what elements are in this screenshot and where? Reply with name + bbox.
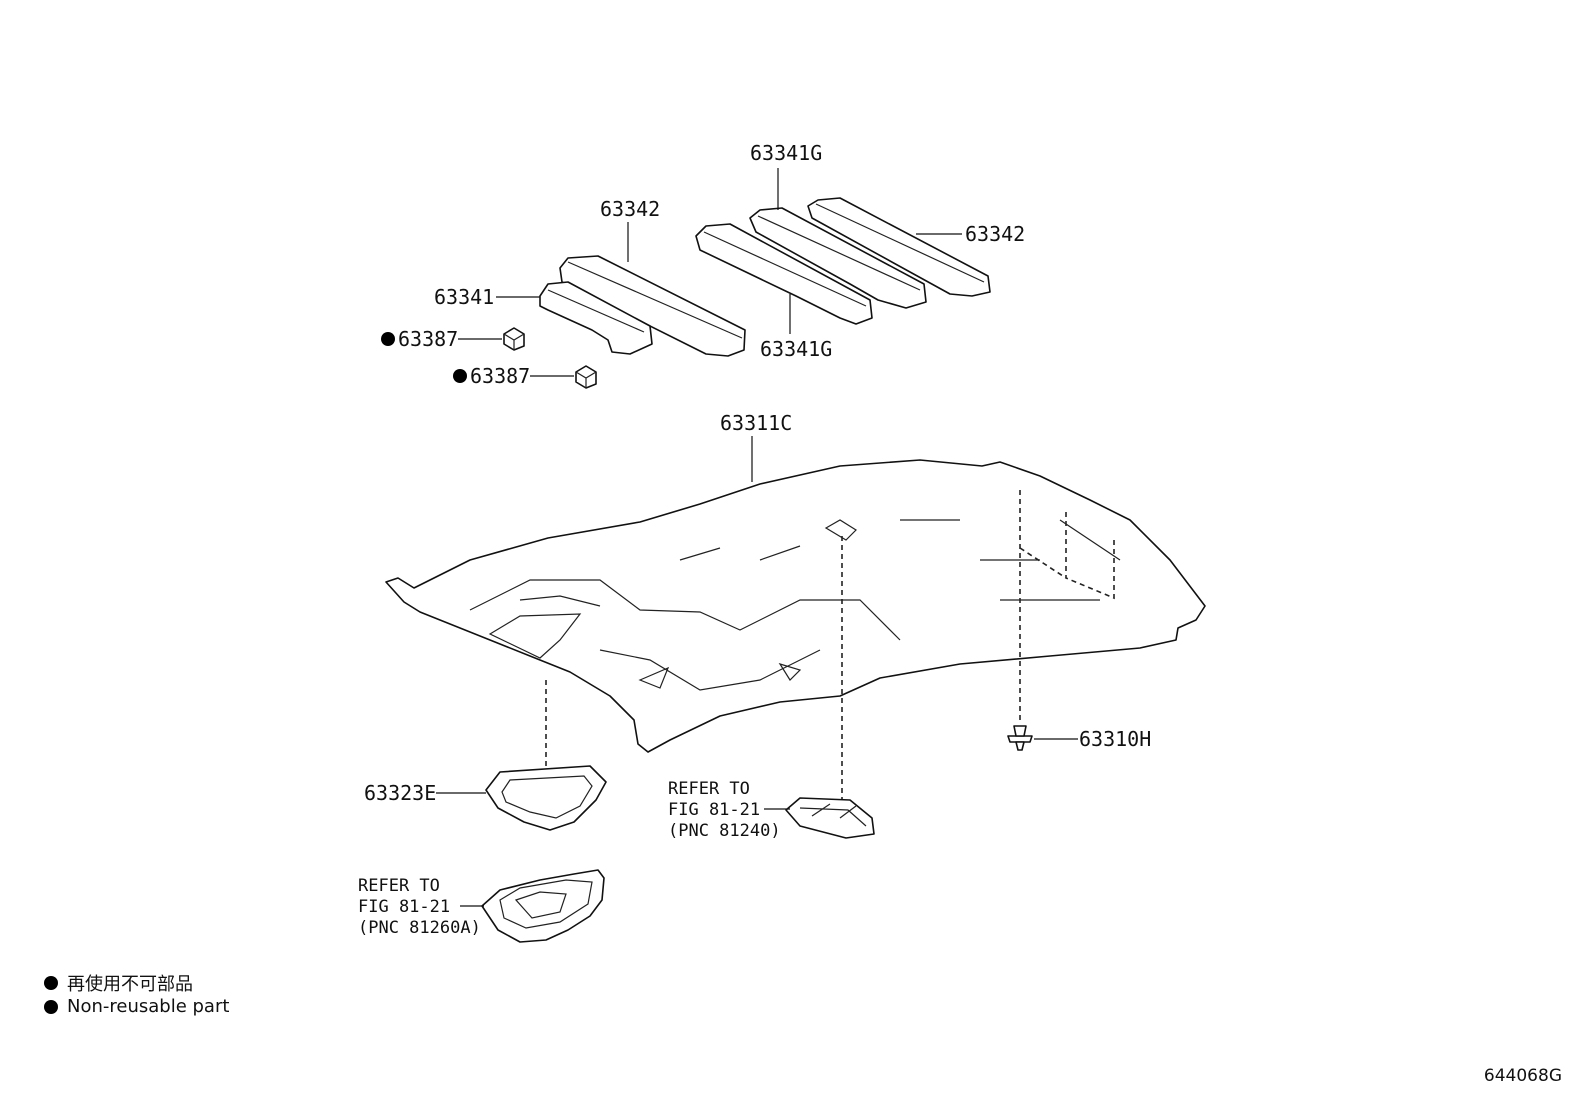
clip-63387-a [503, 327, 525, 351]
label-63387-a: 63387 [398, 327, 458, 351]
dash-rear-bracket [1019, 512, 1115, 600]
clip-63310H [1007, 725, 1033, 751]
bezel-63323E [485, 765, 607, 831]
label-63323E: 63323E [364, 781, 436, 805]
non-reusable-marker-a [381, 332, 395, 346]
ref-81260A-line2: FIG 81-21 [358, 897, 450, 917]
legend-row-jp: 再使用不可部品 [44, 970, 193, 996]
label-63342-left: 63342 [600, 197, 660, 221]
label-63342-right: 63342 [965, 222, 1025, 246]
pad-63341G-top [749, 207, 927, 309]
pad-63342-right [807, 197, 991, 297]
legend-dot-icon [44, 999, 58, 1014]
legend-dot-icon [44, 976, 58, 990]
ref-81240-line3: (PNC 81240) [668, 821, 781, 841]
legend-text-jp: 再使用不可部品 [67, 974, 193, 995]
label-63387-b: 63387 [470, 364, 530, 388]
ref-81260A-line1: REFER TO [358, 876, 440, 896]
label-63341G-bottom: 63341G [760, 337, 832, 361]
clip-63387-b [575, 365, 597, 389]
overhead-console-81260A [481, 869, 605, 943]
non-reusable-marker-b [453, 369, 467, 383]
label-63341G-top: 63341G [750, 141, 822, 165]
ref-81240-line2: FIG 81-21 [668, 800, 760, 820]
headlining-63311C [385, 459, 1206, 753]
figure-id: 644068G [1483, 1066, 1562, 1086]
ref-81240-line1: REFER TO [668, 779, 750, 799]
ref-81260A-line3: (PNC 81260A) [358, 918, 481, 938]
pad-63341 [539, 281, 653, 355]
label-63341: 63341 [434, 285, 494, 309]
map-lamp-81240 [785, 797, 875, 839]
label-63310H: 63310H [1079, 727, 1151, 751]
pad-63341G-bottom [695, 223, 873, 325]
label-63311C: 63311C [720, 411, 792, 435]
legend-text-en: Non-reusable part [67, 996, 230, 1017]
legend-row-en: Non-reusable part [44, 996, 229, 1017]
